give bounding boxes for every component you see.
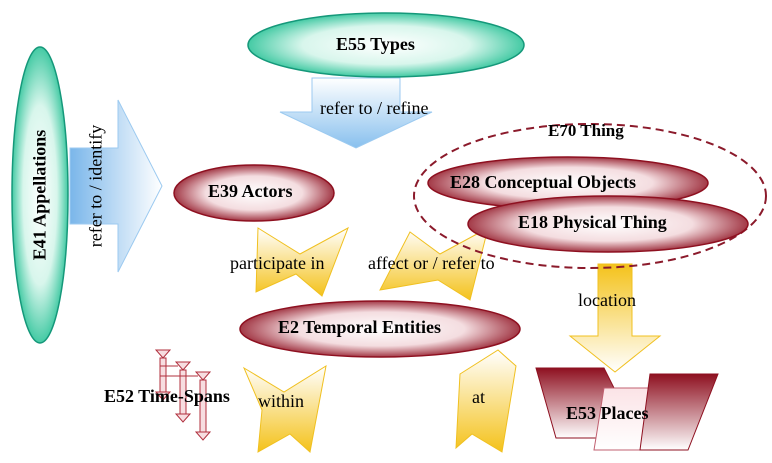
- conceptual-objects-label: E28 Conceptual Objects: [450, 172, 636, 192]
- location-label: location: [578, 290, 636, 310]
- actors-node[interactable]: [173, 164, 335, 222]
- thing-boundary: [413, 123, 767, 269]
- places-shape: [535, 367, 719, 451]
- places-label: E53 Places: [566, 403, 649, 423]
- physical-thing-node[interactable]: [467, 195, 749, 253]
- affect-refer-label: affect or / refer to: [368, 253, 495, 273]
- refer-identify-label: refer to / identify: [85, 124, 106, 248]
- at-label: at: [472, 387, 485, 407]
- arrow-at: [455, 349, 517, 453]
- arrow-refer-identify: [69, 99, 163, 273]
- time-spans-icon: [154, 349, 212, 441]
- types-label: E55 Types: [336, 34, 415, 54]
- arrow-refer-refine: [279, 77, 433, 149]
- thing-label: E70 Thing: [548, 121, 624, 140]
- arrow-participate-in: [255, 226, 349, 297]
- within-label: within: [258, 391, 305, 411]
- physical-thing-label: E18 Physical Thing: [518, 212, 667, 232]
- actors-label: E39 Actors: [208, 181, 293, 201]
- participate-in-label: participate in: [230, 253, 325, 273]
- types-node[interactable]: [247, 12, 525, 78]
- temporal-entities-node[interactable]: [239, 300, 521, 358]
- temporal-entities-label: E2 Temporal Entities: [278, 317, 442, 337]
- appellations-node[interactable]: [11, 46, 69, 344]
- refer-refine-label: refer to / refine: [320, 98, 429, 118]
- appellations-label: E41 Appellations: [29, 129, 50, 261]
- arrow-location: [568, 263, 662, 373]
- time-spans-label: E52 Time-Spans: [104, 386, 230, 406]
- arrow-within: [242, 364, 327, 453]
